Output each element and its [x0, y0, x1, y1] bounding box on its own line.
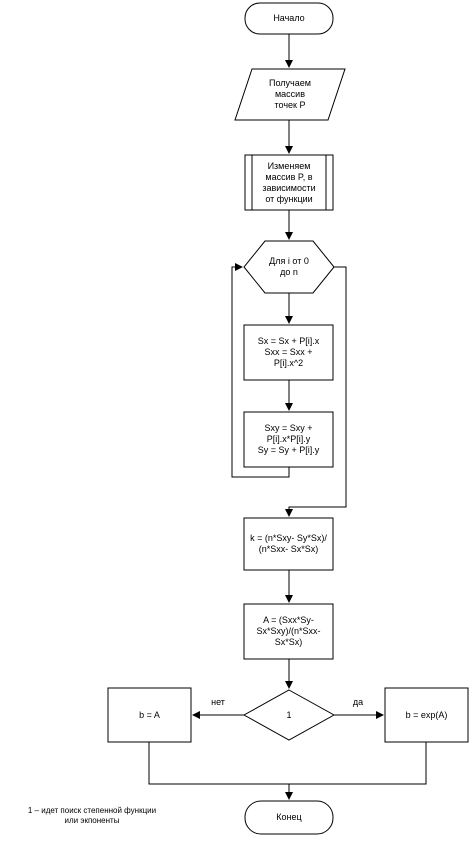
decision-diamond [242, 689, 336, 741]
input-parallelogram [234, 68, 346, 121]
calc-a-label: A = (Sxx*Sy- Sx*Sxy)/(n*Sxx- Sx*Sx) [256, 615, 321, 647]
branch-yes-label: да [352, 696, 364, 707]
end-terminator [244, 800, 334, 835]
end-label: Конец [276, 812, 302, 822]
loop-hexagon [243, 240, 335, 294]
assign-b-yes-label: b = exp(A) [405, 709, 448, 720]
sum-y-label: Sxy = Sxy + P[i].x*P[i].y Sy = Sy + P[i]… [257, 423, 320, 455]
calc-k-label: k = (n*Sxy- Sy*Sx)/ (n*Sxx- Sx*Sx) [250, 533, 327, 554]
sum-x-label: Sx = Sx + P[i].x Sxx = Sxx + P[i].x^2 [257, 336, 320, 368]
modify-process-label: Изменяем массив P, в зависимости от функ… [262, 160, 316, 204]
assign-b-no-label: b = A [139, 709, 160, 720]
input-label: Получаем массив точек P [269, 78, 311, 110]
loop-label: Для i от 0 до n [269, 256, 309, 277]
decision-label: 1 [286, 709, 292, 720]
start-label: Начало [273, 13, 305, 23]
branch-no-label: нет [211, 696, 225, 707]
footnote: 1 – идет поиск степенной функции или экп… [27, 806, 157, 825]
